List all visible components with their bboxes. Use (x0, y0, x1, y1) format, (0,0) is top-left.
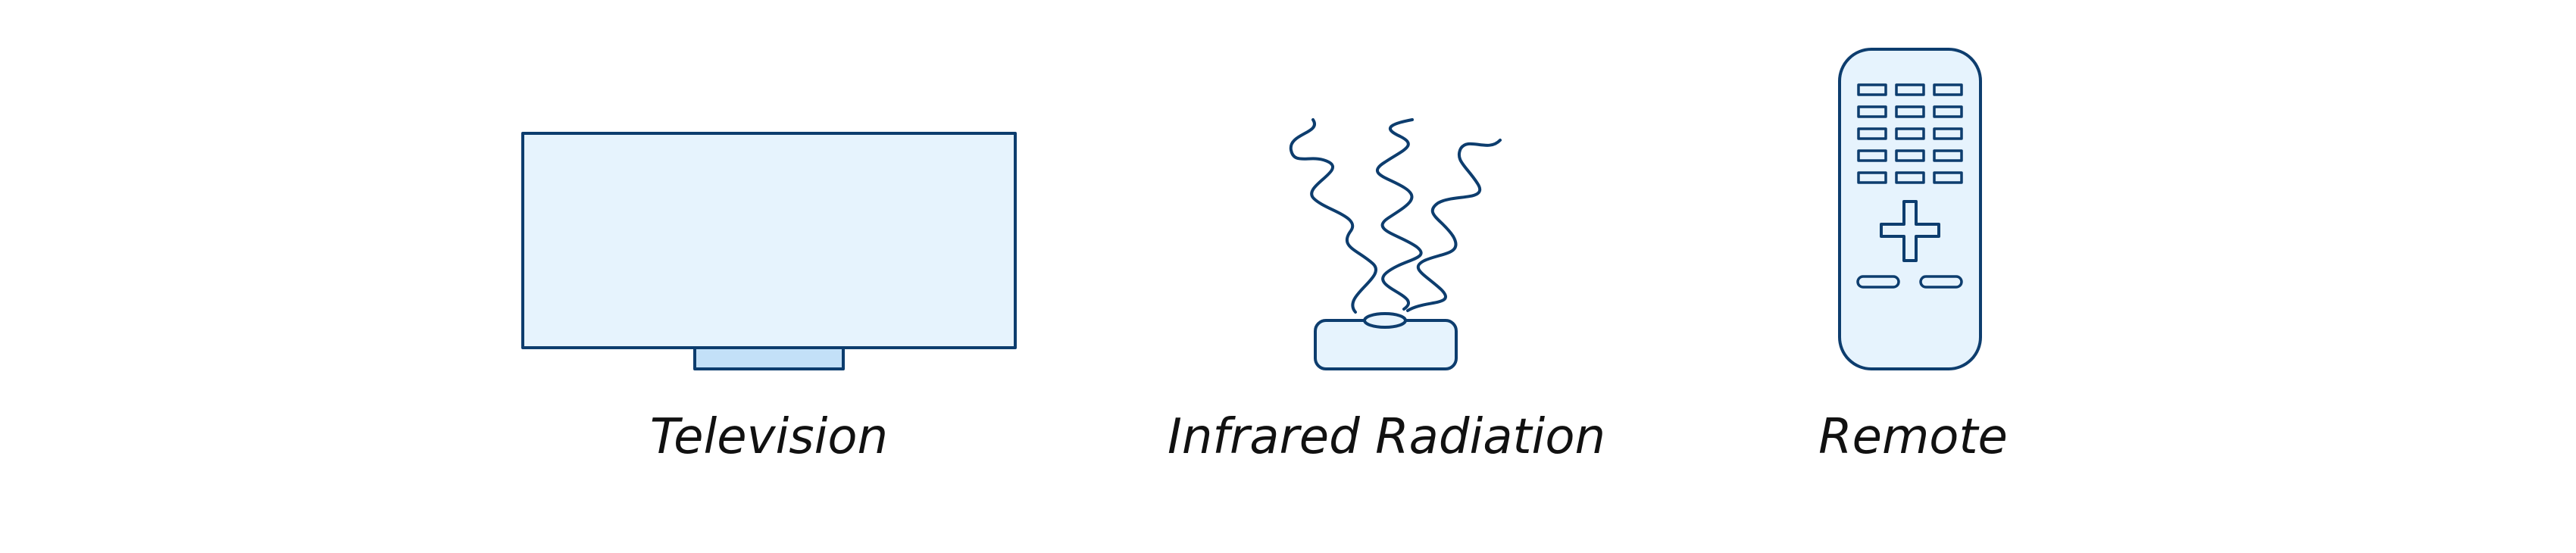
infrared-radiation-icon (1289, 118, 1502, 370)
television-icon (521, 132, 1017, 370)
television-label: Television (649, 409, 889, 465)
remote-key (1895, 105, 1925, 118)
remote-key (1933, 171, 1963, 184)
infrared-emitter-lens (1363, 312, 1407, 329)
television-stand (693, 346, 845, 370)
remote-key (1895, 127, 1925, 140)
remote-key (1895, 149, 1925, 162)
remote-button-right (1919, 275, 1963, 289)
television-screen (521, 132, 1017, 349)
remote-key (1933, 127, 1963, 140)
remote-key (1933, 83, 1963, 96)
remote-key (1933, 149, 1963, 162)
infrared-wave-left (1289, 118, 1377, 314)
infrared-wave-middle (1375, 118, 1423, 311)
remote-dpad (1880, 200, 1940, 262)
infrared-radiation-label: Infrared Radiation (1167, 409, 1606, 465)
infrared-wave-right (1406, 139, 1502, 312)
remote-key (1895, 171, 1925, 184)
remote-key (1857, 105, 1887, 118)
remote-key (1857, 171, 1887, 184)
remote-key (1933, 105, 1963, 118)
remote-key (1857, 83, 1887, 96)
remote-button-left (1856, 275, 1900, 289)
remote-key (1857, 127, 1887, 140)
remote-control-icon (1838, 48, 1982, 370)
remote-key (1857, 149, 1887, 162)
remote-key (1895, 83, 1925, 96)
remote-label: Remote (1818, 409, 2008, 465)
remote-keypad (1857, 83, 1963, 184)
